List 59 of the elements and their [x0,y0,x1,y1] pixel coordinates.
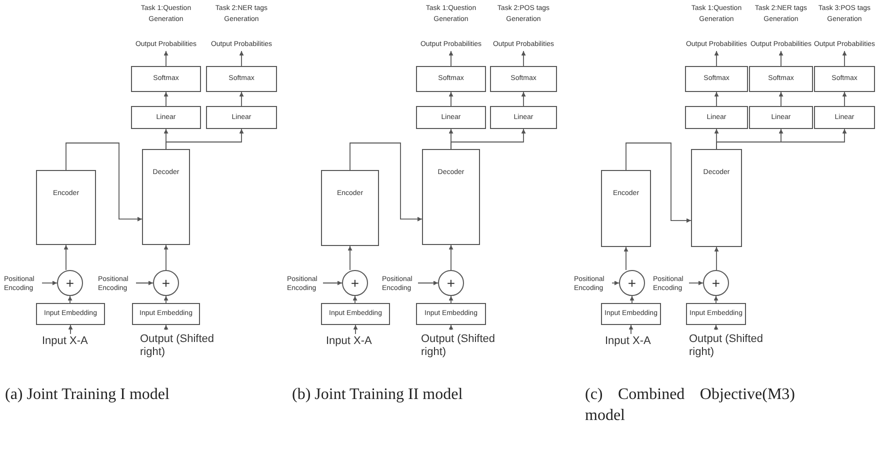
addition-circle: + [438,270,464,296]
arrow [64,244,68,270]
arrow [714,50,719,66]
arrow [778,92,784,106]
arrow [348,246,352,270]
arrow [322,280,342,286]
arrow [164,244,168,270]
arrow [418,280,438,286]
arrow [521,50,526,66]
figure-caption: (a) Joint Training I model [5,385,170,405]
arrow [626,142,692,223]
arrow [164,92,168,106]
input-label: Output (Shifted right) [421,330,501,362]
arrow [624,246,628,270]
addition-circle: + [342,270,368,296]
figure-caption: (c) Combined Objective(M3) model [585,385,795,426]
arrow [352,296,358,304]
arrow [68,324,73,334]
arrow [714,296,718,304]
arrow [842,92,847,106]
addition-circle: + [57,270,83,296]
arrow [448,244,454,270]
arrow [630,296,634,304]
arrow [714,246,719,270]
arrow [714,324,718,330]
input-label: Output (Shifted right) [689,330,769,362]
arrow [350,142,422,222]
input-label: Input X-A [42,334,98,350]
addition-circle: + [703,270,729,296]
arrow [612,280,620,286]
arrow [450,128,526,150]
arrow [448,324,454,330]
arrow [166,128,244,150]
arrow [448,92,454,106]
input-label: Input X-A [326,334,382,350]
arrow [164,50,168,66]
arrow [628,324,634,334]
addition-circle: + [153,270,179,296]
arrow [716,128,847,150]
arrow [714,92,719,106]
arrow [66,142,142,222]
arrow [42,280,58,286]
arrow [239,92,244,106]
figure-caption: (b) Joint Training II model [292,385,464,405]
arrow [136,280,154,286]
arrow [842,50,847,66]
arrow [521,92,526,106]
arrow [239,50,244,66]
input-label: Input X-A [605,334,661,350]
input-label: Output (Shifted right) [140,330,220,362]
arrow [68,296,72,304]
arrow [688,280,704,286]
arrow [448,296,454,304]
arrow [164,324,168,330]
arrow [164,296,168,304]
arrow [448,50,454,66]
arrow [353,324,358,334]
arrow [778,50,784,66]
addition-circle: + [619,270,645,296]
